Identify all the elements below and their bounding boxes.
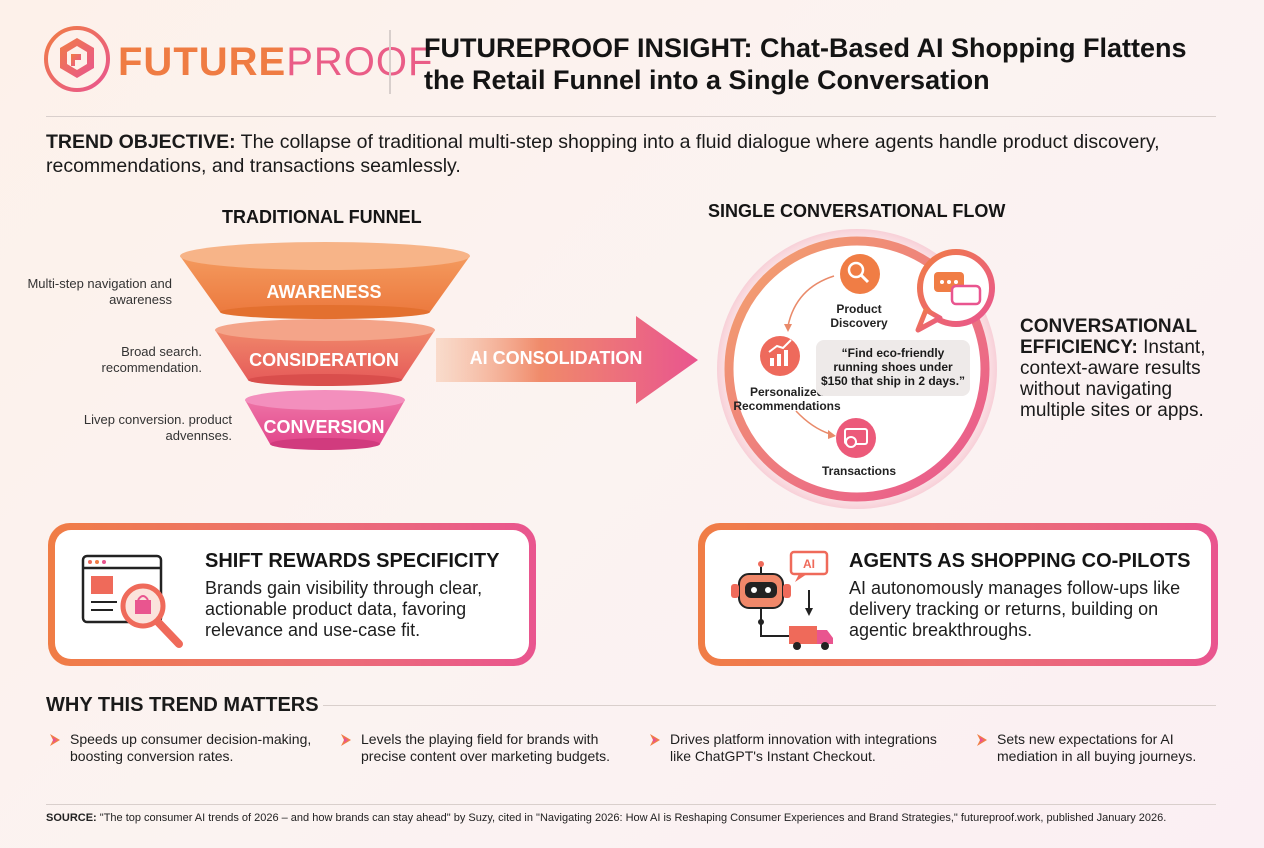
funnel-label-conversion: CONVERSION	[263, 417, 385, 437]
bullet-arrow-icon	[341, 734, 351, 746]
bullet-arrow-icon	[977, 734, 987, 746]
example-query-bubble: “Find eco-friendly running shoes under $…	[816, 340, 970, 396]
why-trend-matters-title: WHY THIS TREND MATTERS	[46, 694, 319, 716]
funnel-stage-conversion	[245, 390, 405, 450]
funnel-stage-consideration	[215, 319, 435, 386]
bullet-arrow-icon	[50, 734, 60, 746]
why-rule	[323, 705, 1216, 706]
header-divider	[389, 30, 391, 94]
node-label-recommendations: Personalized Recommendations	[733, 385, 841, 413]
funnel-label-consideration: CONSIDERATION	[249, 350, 399, 370]
source-citation: SOURCE: "The top consumer AI trends of 2…	[46, 812, 1167, 824]
ai-badge-text: AI	[803, 557, 815, 571]
recommendations-node-icon	[760, 336, 800, 376]
card-shift-rewards: SHIFT REWARDS SPECIFICITY Brands gain vi…	[48, 523, 536, 666]
card-agents-copilots: AI AGENTS AS SHOPPING CO-PILOTS AI auton…	[698, 523, 1218, 666]
header-rule	[46, 116, 1216, 117]
source-rule	[46, 804, 1216, 805]
card-body-agents-copilots: AI autonomously manages follow-ups like …	[849, 578, 1181, 640]
transactions-node-icon	[836, 418, 876, 458]
product-discovery-node-icon	[840, 254, 880, 294]
traditional-funnel-title: TRADITIONAL FUNNEL	[222, 207, 422, 227]
conversational-efficiency: CONVERSATIONAL EFFICIENCY: Instant, cont…	[1020, 316, 1206, 421]
trend-objective: TREND OBJECTIVE: The collapse of traditi…	[46, 131, 1160, 177]
futureproof-logo-icon	[44, 26, 110, 92]
card-title-shift-rewards: SHIFT REWARDS SPECIFICITY	[205, 550, 500, 572]
node-label-product-discovery: Product Discovery	[830, 302, 888, 330]
ai-consolidation-label: AI CONSOLIDATION	[469, 348, 643, 368]
funnel-note-conversion: Livep conversion. product advennses.	[83, 412, 232, 443]
node-label-transactions: Transactions	[821, 464, 897, 478]
headline: FUTUREPROOF INSIGHT: Chat-Based AI Shopp…	[424, 33, 1187, 95]
consolidation-arrow	[436, 316, 698, 404]
chat-bubble-icon	[915, 249, 995, 333]
bullet-arrow-icon	[650, 734, 660, 746]
funnel-label-awareness: AWARENESS	[266, 282, 382, 302]
funnel-stage-awareness	[180, 242, 470, 319]
robot-delivery-icon: AI	[731, 550, 833, 650]
funnel-graphic	[180, 242, 470, 450]
funnel-note-awareness: Multi-step navigation and awareness	[27, 276, 172, 307]
brand-wordmark: FUTUREPROOF	[118, 40, 434, 84]
funnel-note-consideration: Broad search. recommendation.	[101, 344, 202, 375]
product-search-icon	[81, 554, 183, 648]
conversational-flow-title: SINGLE CONVERSATIONAL FLOW	[708, 201, 1006, 221]
card-body-shift-rewards: Brands gain visibility through clear, ac…	[205, 578, 483, 640]
card-title-agents-copilots: AGENTS AS SHOPPING CO-PILOTS	[849, 550, 1191, 572]
